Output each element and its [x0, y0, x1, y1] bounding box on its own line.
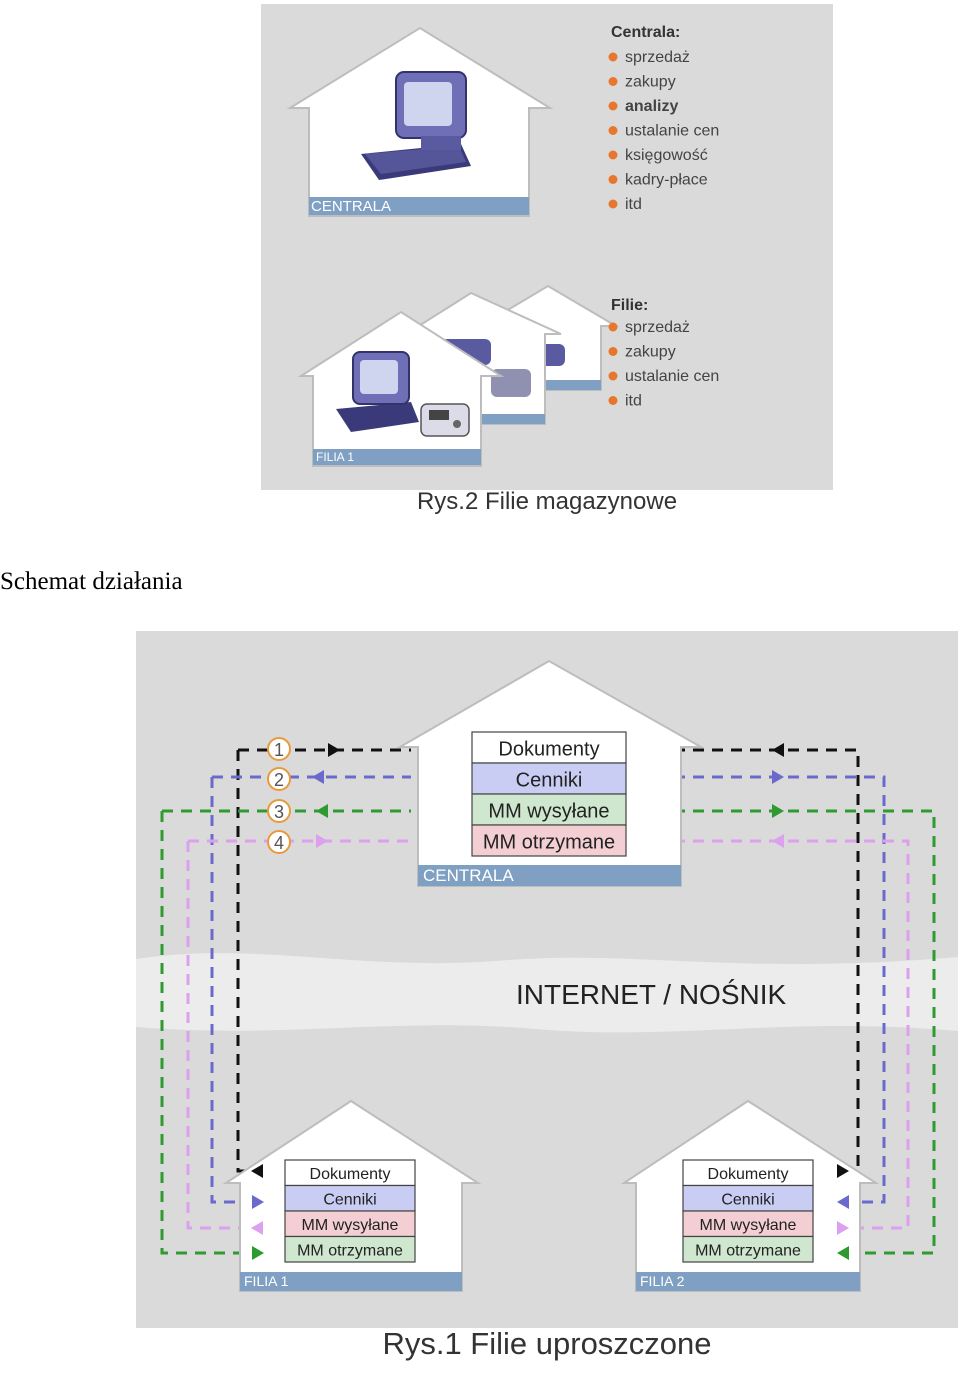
central-row-3: MM otrzymane: [483, 831, 615, 853]
branch-label: FILIA 1: [316, 450, 354, 464]
central-label: CENTRALA: [311, 198, 391, 215]
flow-line-prices-right: [636, 775, 886, 1204]
bullet-icon: [608, 396, 618, 405]
list-item: itd: [625, 196, 642, 213]
central-row-0: Dokumenty: [498, 738, 599, 760]
flow-badge-1: [267, 737, 291, 761]
central-row-1: Cenniki: [516, 769, 583, 791]
table-cell: [284, 1159, 416, 1187]
branch1-row-2: MM wysyłane: [302, 1217, 399, 1234]
figure-warehouse-branches: CENTRALA Centrala: sprzedaż zakupy analizy…: [261, 4, 833, 490]
computer-icon: [361, 71, 471, 180]
table-cell: [682, 1210, 814, 1238]
flow-arrows: [312, 743, 784, 848]
internet-band: [136, 953, 958, 1033]
bullet-icon: [608, 322, 618, 332]
list-item: sprzedaż: [625, 319, 690, 336]
branch-arrows: [251, 1164, 849, 1260]
payment-terminal-icon: [420, 403, 470, 437]
table-cell: [471, 824, 627, 857]
branch-list-title: Filie:: [611, 297, 648, 314]
central-label-bar: [309, 197, 529, 215]
flow-badge-3: [267, 799, 291, 823]
table-cell: [682, 1159, 814, 1187]
branch2-row-2: MM wysyłane: [700, 1217, 797, 1234]
flow-badge-3-text: 3: [274, 802, 284, 822]
figure2-caption: Rys.2 Filie magazynowe: [416, 488, 678, 515]
table-cell: [284, 1210, 416, 1238]
bullet-icon: [608, 101, 618, 111]
list-item: ustalanie cen: [625, 123, 719, 140]
table-cell: [682, 1235, 814, 1263]
list-item: księgowość: [625, 147, 708, 164]
flow-badge-4: [267, 830, 291, 854]
flow-badge-2-text: 2: [274, 770, 284, 790]
branch-feature-list: Filie: sprzedaż zakupy ustalanie cen itd: [608, 297, 719, 410]
central-label: CENTRALA: [423, 866, 514, 885]
branch2-row-3: MM otrzymane: [695, 1243, 801, 1260]
branch2-row-1: Cenniki: [721, 1192, 774, 1209]
figure-simplified-branches: INTERNET / NOŚNIK 1 2 3: [136, 631, 958, 1328]
list-item: kadry-płace: [625, 172, 708, 189]
central-label-bar: [418, 865, 681, 886]
branch1-row-3: MM otrzymane: [297, 1243, 403, 1260]
list-item: analizy: [625, 98, 678, 115]
flow-badge-4-text: 4: [274, 833, 284, 853]
bullet-icon: [608, 126, 618, 135]
list-item: itd: [625, 393, 642, 410]
bullet-icon: [608, 175, 618, 184]
flow-badge-1-text: 1: [274, 740, 284, 760]
list-item: zakupy: [625, 344, 676, 361]
bullet-icon: [608, 52, 618, 62]
figure1-caption: Rys.1 Filie uproszczone: [382, 1326, 712, 1361]
central-row-2: MM wysyłane: [488, 800, 609, 822]
branch1-row-1: Cenniki: [323, 1192, 376, 1209]
section-heading: Schemat działania: [0, 568, 183, 595]
bullet-icon: [608, 347, 618, 356]
branch1-label: FILIA 1: [244, 1273, 289, 1289]
branch-computer-icon: [336, 351, 419, 432]
flow-badge-2: [267, 767, 291, 791]
bullet-icon: [608, 77, 618, 86]
table-cell: [471, 793, 627, 826]
central-feature-list: Centrala: sprzedaż zakupy analizy ustalanie…: [608, 24, 719, 213]
list-item: zakupy: [625, 74, 676, 91]
medium-label: INTERNET / NOŚNIK: [516, 978, 787, 1010]
table-cell: [471, 762, 627, 795]
flow-number-badges: 1 2 3 4: [267, 737, 291, 854]
flow-line-mm-sent-left: [160, 811, 264, 1255]
bullet-icon: [608, 150, 618, 160]
central-house: CENTRALA: [286, 26, 554, 217]
flow-line-mm-sent-right: [636, 809, 936, 1255]
branch-label-bar: [313, 449, 481, 465]
central-list-title: Centrala:: [611, 24, 680, 41]
table-cell: [284, 1235, 416, 1263]
list-item: sprzedaż: [625, 49, 690, 66]
branch1-row-0: Dokumenty: [310, 1166, 391, 1183]
bullet-icon: [608, 199, 618, 209]
branch-house-front: FILIA 1: [297, 310, 505, 467]
branch1-label-bar: [240, 1272, 462, 1291]
list-item: ustalanie cen: [625, 368, 719, 385]
branch2-label: FILIA 2: [640, 1273, 685, 1289]
bullet-icon: [608, 371, 618, 381]
branch2-label-bar: [636, 1272, 860, 1291]
flow-line-mm-received-left: [186, 841, 264, 1230]
branch2-row-0: Dokumenty: [708, 1166, 789, 1183]
